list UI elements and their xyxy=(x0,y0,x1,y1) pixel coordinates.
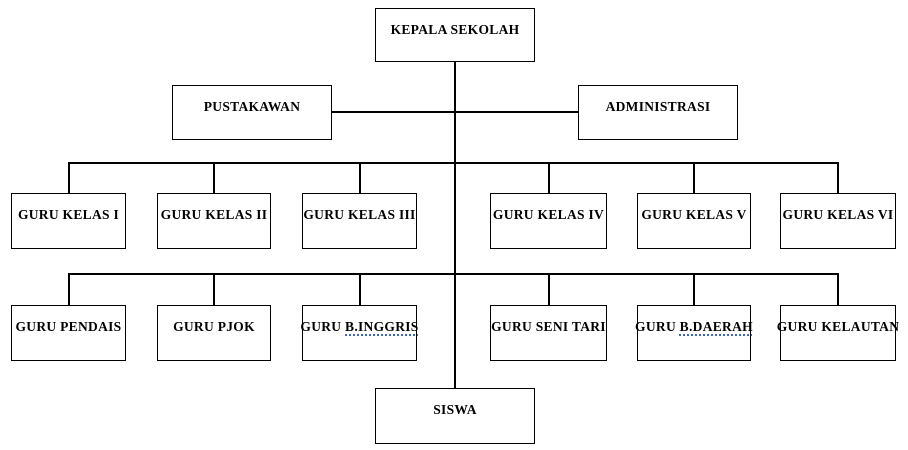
node-guru-kelas-iii: GURU KELAS III xyxy=(302,193,417,249)
node-label: GURU KELAS VI xyxy=(782,207,894,222)
node-label: SISWA xyxy=(433,402,477,417)
connector-drop-guru-kelas-vi xyxy=(837,162,839,193)
node-label: KEPALA SEKOLAH xyxy=(390,22,520,37)
spellcheck-underline: B.DAERAH xyxy=(679,319,753,334)
node-label: GURU B.INGGRIS xyxy=(300,319,418,335)
node-kepala-sekolah: KEPALA SEKOLAH xyxy=(375,8,535,62)
connector-trunk-vertical xyxy=(454,62,456,388)
node-label: GURU PJOK xyxy=(173,319,255,334)
connector-drop-guru-b-inggris xyxy=(359,273,361,305)
node-label: GURU KELAS II xyxy=(160,207,268,222)
node-label: GURU KELAS III xyxy=(303,207,416,222)
node-guru-pendais: GURU PENDAIS xyxy=(11,305,126,361)
node-siswa: SISWA xyxy=(375,388,535,444)
connector-drop-guru-kelautan xyxy=(837,273,839,305)
node-guru-kelautan: GURU KELAUTAN xyxy=(777,305,899,361)
node-guru-kelas-iv: GURU KELAS IV xyxy=(490,193,607,249)
connector-drop-guru-kelas-ii xyxy=(213,162,215,193)
connector-level2-bus xyxy=(331,111,578,113)
node-label: PUSTAKAWAN xyxy=(203,99,301,114)
node-label: GURU KELAS V xyxy=(641,207,747,222)
node-guru-b-daerah: GURU B.DAERAH xyxy=(635,305,753,361)
connector-drop-guru-kelas-iv xyxy=(548,162,550,193)
node-label: GURU PENDAIS xyxy=(15,319,122,334)
connector-drop-guru-b-daerah xyxy=(693,273,695,305)
node-label: GURU KELAUTAN xyxy=(776,319,900,334)
node-label: GURU KELAS IV xyxy=(492,207,605,222)
connector-drop-guru-pendais xyxy=(68,273,70,305)
node-label-prefix: GURU xyxy=(300,319,346,334)
node-guru-b-inggris: GURU B.INGGRIS xyxy=(300,305,418,361)
node-guru-kelas-vi: GURU KELAS VI xyxy=(780,193,896,249)
connector-level4-bus xyxy=(68,273,838,275)
node-label: GURU SENI TARI xyxy=(491,319,606,334)
node-administrasi: ADMINISTRASI xyxy=(578,85,738,140)
node-guru-seni-tari: GURU SENI TARI xyxy=(490,305,607,361)
node-label: GURU KELAS I xyxy=(17,207,120,222)
node-guru-kelas-ii: GURU KELAS II xyxy=(157,193,271,249)
spellcheck-underline: B.INGGRIS xyxy=(345,319,419,334)
node-label: ADMINISTRASI xyxy=(605,99,711,114)
connector-drop-guru-seni-tari xyxy=(548,273,550,305)
node-label: GURU B.DAERAH xyxy=(635,319,753,335)
connector-level3-bus xyxy=(68,162,838,164)
node-pustakawan: PUSTAKAWAN xyxy=(172,85,332,140)
node-guru-kelas-i: GURU KELAS I xyxy=(11,193,126,249)
connector-drop-guru-kelas-v xyxy=(693,162,695,193)
node-guru-pjok: GURU PJOK xyxy=(157,305,271,361)
node-guru-kelas-v: GURU KELAS V xyxy=(637,193,751,249)
connector-drop-guru-pjok xyxy=(213,273,215,305)
connector-drop-guru-kelas-iii xyxy=(359,162,361,193)
connector-drop-guru-kelas-i xyxy=(68,162,70,193)
node-label-prefix: GURU xyxy=(635,319,680,334)
